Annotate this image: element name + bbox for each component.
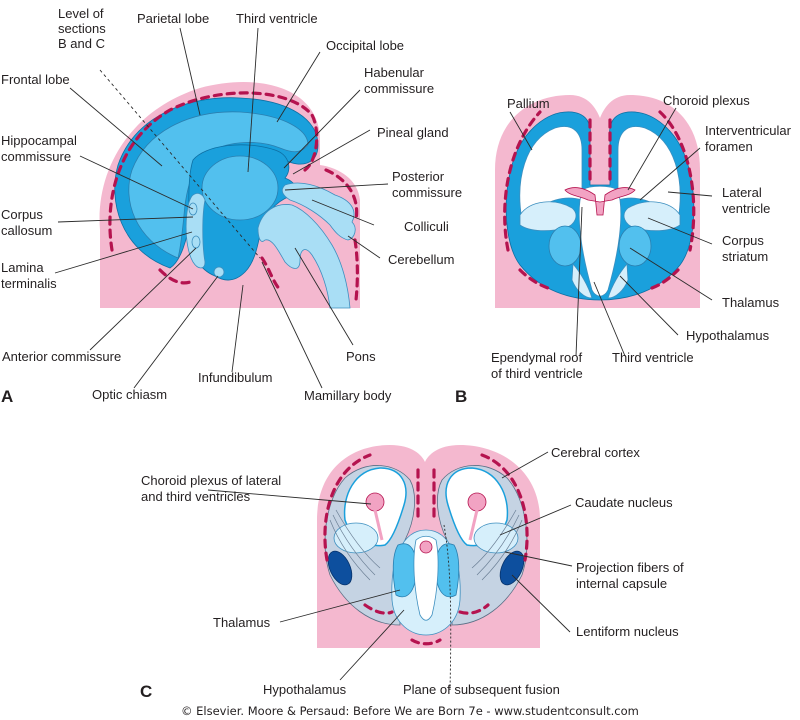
label-hypothalamus-b: Hypothalamus [686,328,770,343]
thalamus-right-c [435,543,460,598]
label-plane-fusion: Plane of subsequent fusion [403,682,560,697]
label-cerebral-cortex: Cerebral cortex [551,445,640,460]
label-anterior-commissure: Anterior commissure [2,349,121,364]
third-ventricle-c [413,535,439,621]
caudate-nucleus-left [333,522,379,554]
section-level-line [99,69,261,259]
label-mamillary-body: Mamillary body [304,388,392,403]
lentiform-nucleus-left [327,550,353,586]
label-lateral: Lateral [722,185,762,200]
thalamus-right [618,225,652,267]
label-third-ventricle-b: Third ventricle [612,350,694,365]
label-infundibulum: Infundibulum [198,370,272,385]
leader-lines-b [509,107,713,357]
panel-b-coronal-section: Pallium Choroid plexus Interventricular … [455,93,792,406]
label-corpus-b: Corpus [722,233,764,248]
label-habenular: Habenular [364,65,425,80]
label-caudate-nucleus: Caudate nucleus [575,495,673,510]
label-interventricular: Interventricular [705,123,792,138]
label-of-third-ventricle: of third ventricle [491,366,583,381]
label-posterior-commissure: commissure [392,185,462,200]
label-b-and-c: B and C [58,36,105,51]
panel-label-a: A [1,387,13,406]
label-pineal-gland: Pineal gland [377,125,449,140]
panel-c-coronal-section: Cerebral cortex Choroid plexus of latera… [140,445,684,701]
vessels-a [108,91,359,302]
brainstem [257,204,351,309]
label-lentiform-nucleus: Lentiform nucleus [576,624,679,639]
label-projection-fibers: Projection fibers of [576,560,684,575]
label-hippocampal-commissure: commissure [1,149,71,164]
lentiform-nucleus-right [499,550,525,586]
label-choroid-plexus-c-line1: Choroid plexus of lateral [141,473,281,488]
vessels-c [323,453,529,646]
panel-label-c: C [140,682,152,701]
label-callosum: callosum [1,223,52,238]
label-optic-chiasm: Optic chiasm [92,387,167,402]
label-hypothalamus-c: Hypothalamus [263,682,347,697]
label-posterior: Posterior [392,169,445,184]
label-striatum: striatum [722,249,768,264]
label-internal-capsule: internal capsule [576,576,667,591]
label-corpus: Corpus [1,207,43,222]
label-foramen: foramen [705,139,753,154]
lateral-ventricle-left [519,126,583,221]
label-hippocampal: Hippocampal [1,133,77,148]
label-choroid-plexus-b: Choroid plexus [663,93,750,108]
label-choroid-plexus-c-line2: and third ventricles [141,489,251,504]
caudate-nucleus-right [473,522,519,554]
third-ventricle-a [201,155,279,221]
label-third-ventricle-a: Third ventricle [236,11,318,26]
label-sections: sections [58,21,106,36]
choroid-plexus-b [564,187,636,216]
fusion-plane-line [443,524,452,691]
thalamus-left-c [392,543,417,598]
label-level-of: Level of [58,6,104,21]
label-cerebellum: Cerebellum [388,252,454,267]
copyright-notice: © Elsevier. Moore & Persaud: Before We a… [181,704,639,718]
label-frontal-lobe: Frontal lobe [1,72,70,87]
corpus-striatum-right [623,201,681,232]
label-habenular-commissure: commissure [364,81,434,96]
lateral-ventricle-right [617,126,681,221]
choroid-plexus-c [365,492,487,554]
panel-label-b: B [455,387,467,406]
internal-capsule-fibers [329,509,523,581]
label-thalamus-b: Thalamus [722,295,780,310]
leader-lines-c [207,451,573,681]
colliculi-cerebellum [281,182,356,241]
label-pons: Pons [346,349,376,364]
label-occipital-lobe: Occipital lobe [326,38,404,53]
thalamus-left [548,225,582,267]
label-lamina: Lamina [1,260,44,275]
anterior-commissure-shape [191,235,201,249]
hypothalamus-right [607,263,629,299]
vessels-b [503,110,696,290]
label-thalamus-c: Thalamus [213,615,271,630]
lateral-ventricle-a [128,111,309,259]
label-ependymal-roof: Ependymal roof [491,350,582,365]
label-colliculi: Colliculi [404,219,449,234]
label-pallium: Pallium [507,96,550,111]
optic-chiasm-shape [213,266,225,278]
panel-a-sagittal-section: Level of sections B and C Parietal lobe … [1,6,462,406]
label-terminalis: terminalis [1,276,57,291]
corpus-striatum-left [519,201,577,232]
label-parietal-lobe: Parietal lobe [137,11,209,26]
label-ventricle: ventricle [722,201,770,216]
leader-lines-a [54,27,389,389]
third-ventricle-b [578,185,622,297]
